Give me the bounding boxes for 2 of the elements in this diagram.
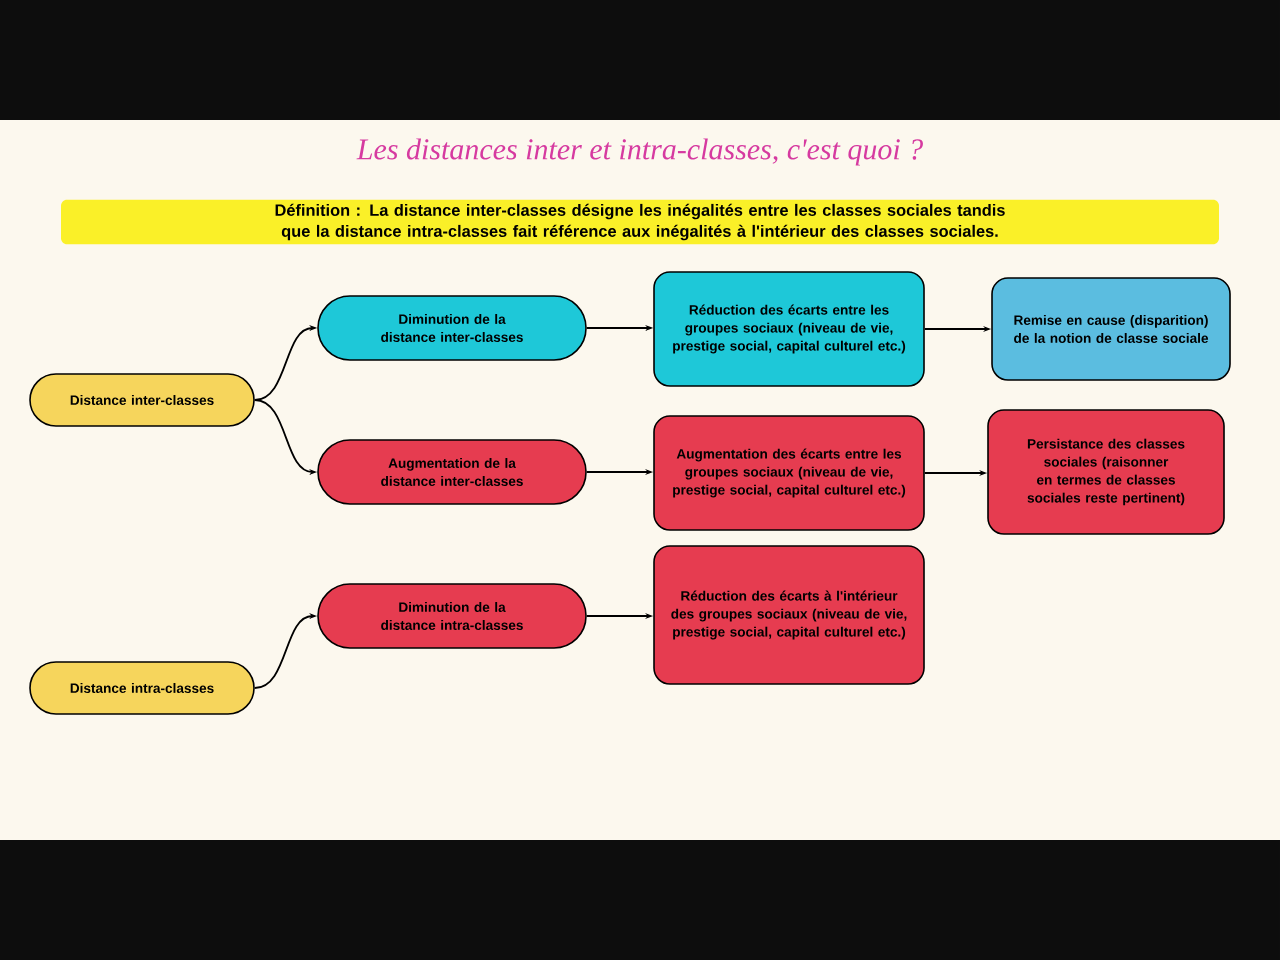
definition-text: Définition : La distance inter-classes désigne les inégalités entre les classes sociales tandis que la distance intra-classes fait référence aux inégalités à l'intérieur des classes sociales. bbox=[61, 199, 1219, 245]
title: Les distances inter et intra-classes, c'est quoi ? bbox=[356, 138, 923, 166]
